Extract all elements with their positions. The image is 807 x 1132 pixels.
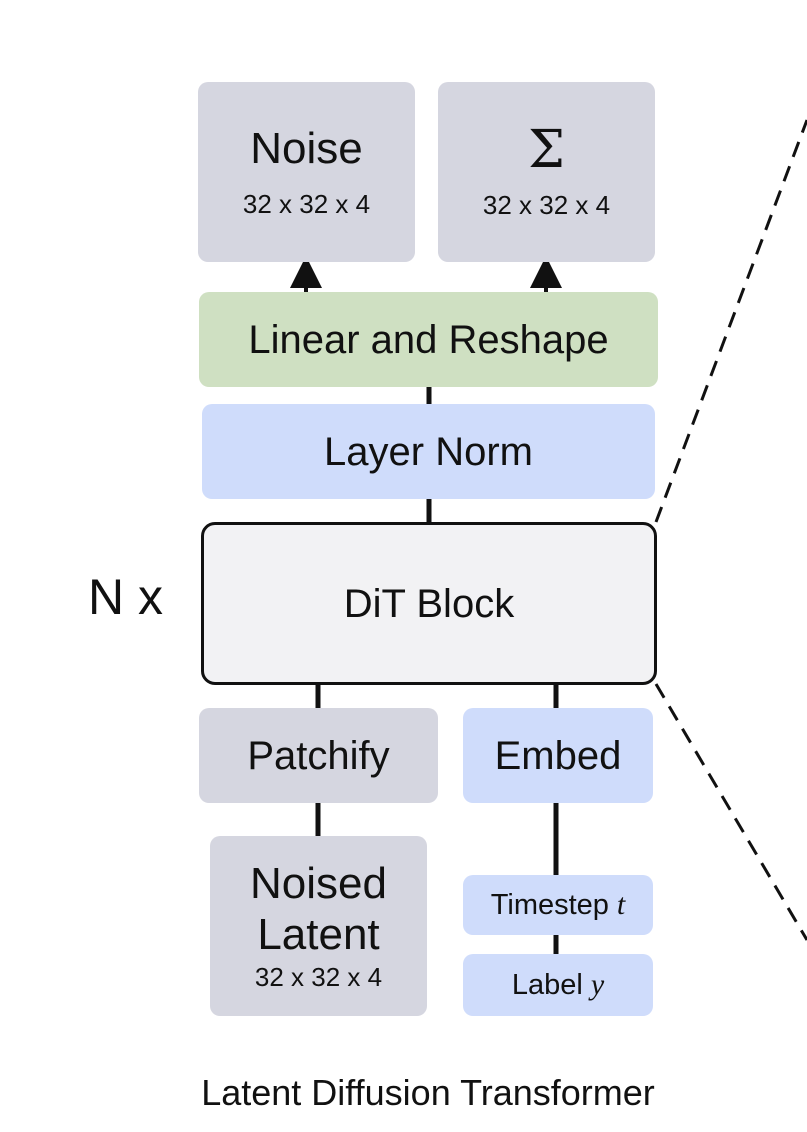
noise-title: Noise [250, 124, 363, 174]
embed-box: Embed [463, 708, 653, 803]
noised-latent-line1: Noised [250, 858, 387, 908]
diagram-caption: Latent Diffusion Transformer [201, 1072, 655, 1113]
noised-latent-box: Noised Latent 32 x 32 x 4 [210, 836, 427, 1016]
embed-label: Embed [494, 733, 622, 778]
label-box: Label y [463, 954, 653, 1016]
dit-block-label: DiT Block [343, 581, 515, 626]
noised-latent-line2: Latent [257, 909, 380, 959]
patchify-box: Patchify [199, 708, 438, 803]
label-variable: y [590, 968, 605, 1001]
timestep-label: Timestep [490, 888, 609, 921]
linear-reshape-label: Linear and Reshape [248, 317, 609, 362]
sigma-title: Σ [528, 119, 565, 180]
timestep-variable: t [616, 888, 626, 921]
noise-dims: 32 x 32 x 4 [242, 188, 371, 219]
repeat-label: N x [88, 569, 163, 625]
patchify-label: Patchify [247, 733, 390, 778]
sigma-dims: 32 x 32 x 4 [482, 189, 611, 220]
timestep-box: Timestep t [463, 875, 653, 935]
noise-output-box: Noise 32 x 32 x 4 [198, 82, 415, 262]
layer-norm-box: Layer Norm [202, 404, 655, 499]
dashed-line-top [654, 119, 807, 523]
sigma-output-box: Σ 32 x 32 x 4 [438, 82, 655, 262]
noised-latent-dims: 32 x 32 x 4 [254, 962, 383, 993]
linear-reshape-box: Linear and Reshape [199, 292, 658, 387]
dashed-line-bottom [654, 683, 807, 941]
dit-block-box: DiT Block [201, 522, 657, 685]
layer-norm-label: Layer Norm [324, 429, 533, 474]
label-label: Label [511, 968, 583, 1001]
